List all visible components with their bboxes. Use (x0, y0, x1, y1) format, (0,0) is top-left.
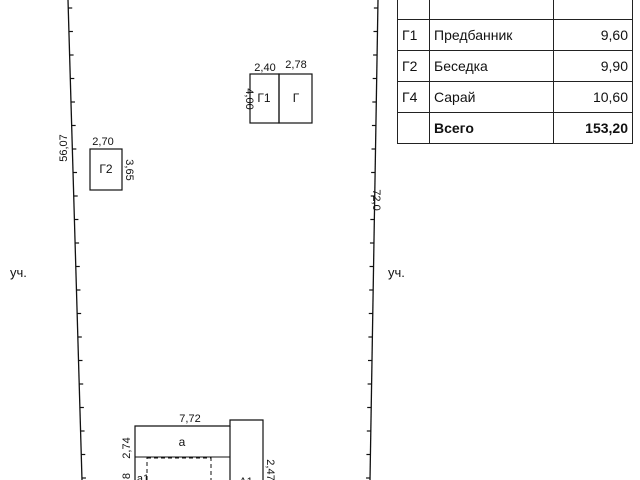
building-house-side-b: 2,47 (264, 459, 276, 480)
table-cell-code (397, 0, 430, 20)
building-house-outline (134, 419, 264, 480)
table-row (397, 0, 633, 20)
building-house-label: а (179, 435, 186, 449)
table-total-row: Всего 153,20 (397, 112, 633, 144)
right-boundary-ticks (366, 7, 378, 479)
table-cell-area: 9,90 (553, 50, 633, 82)
table-cell-name: Сарай (429, 81, 554, 113)
building-g2-label: Г2 (99, 162, 112, 176)
building-house-inner-b: А1 (239, 476, 252, 480)
neighbor-left-label: уч. (10, 265, 27, 280)
building-house-dashed-zone (146, 457, 212, 480)
table-row: Г4 Сарай 10,60 (397, 81, 633, 113)
table-total-label: Всего (429, 112, 554, 144)
left-boundary-line (67, 0, 83, 480)
left-boundary-length: 56,07 (58, 134, 70, 162)
left-boundary-ticks (68, 7, 86, 479)
area-table: Г1 Предбанник 9,60 Г2 Беседка 9,90 Г4 Са… (397, 0, 633, 144)
building-g (278, 73, 313, 124)
building-g2 (89, 148, 123, 191)
table-cell-code: Г1 (397, 19, 430, 51)
neighbor-right-label: уч. (388, 265, 405, 280)
building-house-prefix: 8 (121, 473, 133, 479)
table-cell-name: Предбанник (429, 19, 554, 51)
table-cell-code: Г4 (397, 81, 430, 113)
table-cell-code: Г2 (397, 50, 430, 82)
table-cell-code (397, 112, 430, 144)
building-house-width: 7,72 (179, 413, 200, 425)
table-cell-area (553, 0, 633, 20)
building-g1-depth: 4,00 (243, 88, 255, 109)
right-boundary-length: 72,0 (370, 189, 382, 210)
building-house-side-a: 2,74 (121, 437, 133, 458)
building-g-width: 2,78 (285, 59, 306, 71)
table-cell-area: 10,60 (553, 81, 633, 113)
table-total-area: 153,20 (553, 112, 633, 144)
table-cell-name: Беседка (429, 50, 554, 82)
table-row: Г1 Предбанник 9,60 (397, 19, 633, 51)
building-g1-label: Г1 (257, 91, 270, 105)
building-g1-width: 2,40 (254, 62, 275, 74)
building-g-label: Г (293, 91, 300, 105)
building-house-inner-a: а1 (137, 473, 149, 480)
table-cell-name (429, 0, 554, 20)
building-g2-depth: 3,65 (123, 159, 135, 180)
table-cell-area: 9,60 (553, 19, 633, 51)
right-boundary-line (369, 0, 379, 480)
building-g2-width: 2,70 (92, 136, 113, 148)
table-row: Г2 Беседка 9,90 (397, 50, 633, 82)
